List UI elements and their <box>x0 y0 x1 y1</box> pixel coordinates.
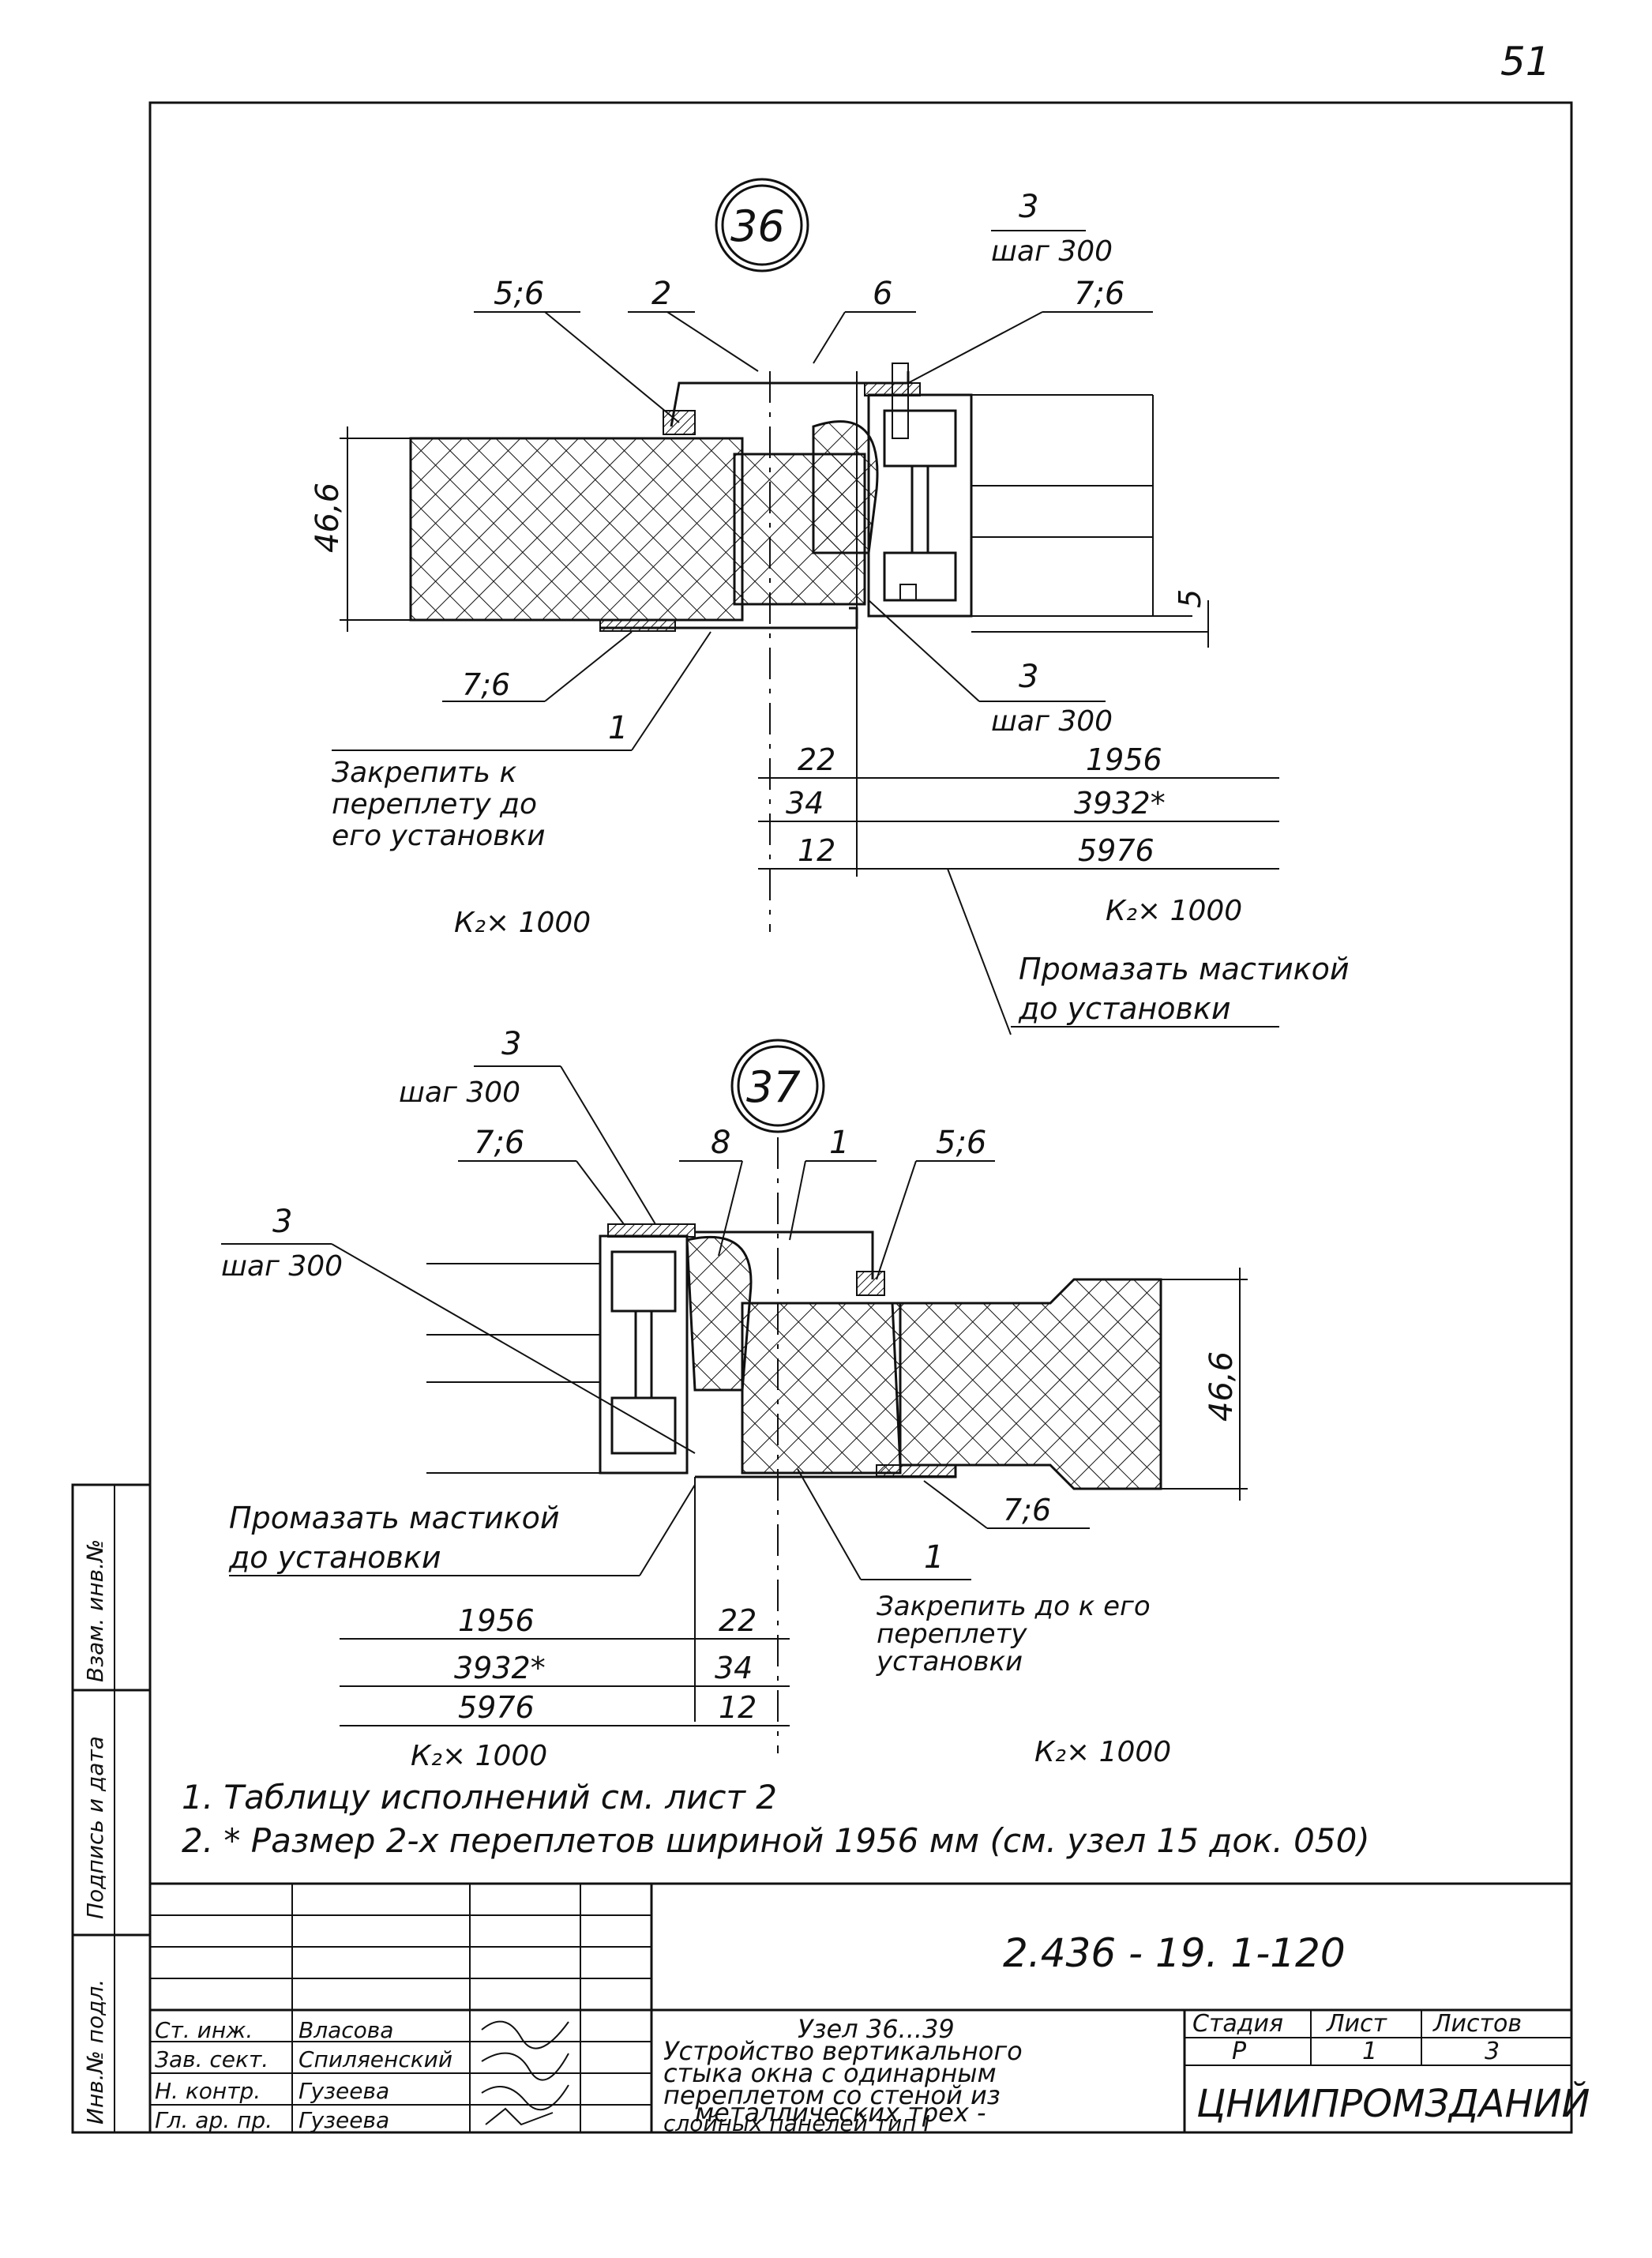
node36-label-2: 2 <box>651 276 671 312</box>
node37-dim-chain: 1956 22 3932* 34 5976 12 <box>340 1603 790 1726</box>
node36-callout-top-num: 3 <box>1019 189 1038 225</box>
node37-leader-1: 1 <box>924 1539 944 1576</box>
node36-callout-top-text: шаг 300 <box>991 235 1113 268</box>
stamp-original-inv: Инв.№ подл. <box>82 1979 108 2125</box>
node36-dim-left-1: 34 <box>786 786 824 821</box>
title-line-3: стыка окна с одинарным <box>663 2058 997 2088</box>
role-3: Ст. инж. <box>155 2017 253 2043</box>
name-0: Спиляенский <box>298 2046 452 2072</box>
node37-dim-right-0: 22 <box>719 1603 757 1638</box>
title-line-5: металлических трех - <box>695 2098 986 2128</box>
node36-dim-right-0: 1956 <box>1086 742 1162 777</box>
node36-label-5-6: 5;6 <box>494 276 544 312</box>
role-0: Зав. сект. <box>155 2046 268 2072</box>
node37-dim-right-1: 34 <box>715 1651 753 1685</box>
node37-k-right: К₂× 1000 <box>1034 1736 1171 1768</box>
signature-1 <box>481 2052 569 2081</box>
signature-2 <box>481 2084 569 2111</box>
node37-dim-left-2: 5976 <box>458 1690 535 1725</box>
organization-name: ЦНИИПРОМЗДАНИЙ <box>1196 2081 1590 2126</box>
node36-k-right: К₂× 1000 <box>1106 895 1242 927</box>
node36-dim-right-1: 3932* <box>1074 786 1166 821</box>
node36-note-fix-1: Закрепить к <box>332 757 516 789</box>
node36-dim-right-2: 5976 <box>1078 833 1155 868</box>
general-note-1: 1. Таблицу исполнений см. лист 2 <box>182 1778 777 1817</box>
node37-label-8: 8 <box>711 1125 730 1161</box>
title-line-4: переплетом со стеной из <box>663 2080 1001 2110</box>
side-stamp-strip: Взам. инв.№ Подпись и дата Инв.№ подл. <box>71 1483 152 2134</box>
node37-note-fix-3: установки <box>876 1646 1023 1678</box>
sheet-frame <box>148 101 1573 2134</box>
node36-label-7-6-top: 7;6 <box>1074 276 1124 312</box>
node37-callout-left-num: 3 <box>272 1204 292 1240</box>
node37-label-7-6-top: 7;6 <box>474 1125 524 1161</box>
stage-value: Р <box>1232 2038 1247 2065</box>
node36-callout-bottom-text: шаг 300 <box>991 705 1113 738</box>
role-2: Гл. ар. пр. <box>155 2107 272 2133</box>
title-line-6: слойных панелей тип I <box>663 2110 930 2136</box>
node37-dim-46-6: 46,6 <box>1203 1351 1240 1422</box>
node36-k-left: К₂× 1000 <box>454 907 591 939</box>
document-code: 2.436 - 19. 1-120 <box>1003 1930 1346 1976</box>
sheet-header: Лист <box>1326 2010 1388 2038</box>
node36-note-fix-3: его установки <box>332 820 546 852</box>
name-2: Гузеева <box>298 2107 389 2133</box>
node36-callout-bottom-num: 3 <box>1019 659 1038 695</box>
title-block: 2.436 - 19. 1-120 Узел 36...39 Устройств… <box>150 1882 1590 2136</box>
node37-note-mastic-2: до установки <box>228 1540 441 1575</box>
stamp-replacement-inv: Взам. инв.№ <box>82 1539 108 1682</box>
node37-callout-top-num: 3 <box>501 1026 521 1062</box>
node-37-number: 37 <box>746 1062 801 1112</box>
node37-note-fix-2: переплету <box>877 1618 1027 1650</box>
node36-dim-left-2: 12 <box>798 833 835 868</box>
node36-note-fix-2: переплету до <box>332 788 537 821</box>
node36-dim-5: 5 <box>1173 589 1207 608</box>
node37-note-fix-1: Закрепить до к его <box>877 1591 1151 1622</box>
role-1: Н. контр. <box>155 2078 261 2104</box>
node37-dim-right-2: 12 <box>719 1690 757 1725</box>
sheets-value: 3 <box>1485 2038 1500 2065</box>
node-36-number: 36 <box>730 201 785 251</box>
node36-dim-46-6: 46,6 <box>310 483 346 553</box>
node37-callout-top-text: шаг 300 <box>399 1076 520 1109</box>
node36-label-6: 6 <box>873 276 892 312</box>
node37-note-mastic-1: Промазать мастикой <box>229 1501 560 1535</box>
node37-label-7-6-bottom: 7;6 <box>1003 1493 1051 1527</box>
title-line-2: Устройство вертикального <box>663 2036 1023 2066</box>
node36-dim-chain: 22 1956 34 3932* 12 5976 <box>758 742 1279 870</box>
signature-0 <box>481 2020 569 2049</box>
page-number: 51 <box>1500 39 1551 85</box>
name-3: Власова <box>298 2017 393 2043</box>
sheets-header: Листов <box>1432 2010 1522 2038</box>
stage-header: Стадия <box>1192 2010 1283 2038</box>
node37-label-5-6: 5;6 <box>936 1125 986 1161</box>
node36-note-mastic-1: Промазать мастикой <box>1019 952 1350 986</box>
name-1: Гузеева <box>298 2078 389 2104</box>
node36-label-7-6-bottom: 7;6 <box>462 667 510 702</box>
node37-callout-left-text: шаг 300 <box>221 1250 343 1283</box>
node36-note-mastic-2: до установки <box>1018 991 1231 1026</box>
node-36-detail: 36 3 шаг 300 5;6 2 6 7;6 <box>310 178 1350 1035</box>
node-37-detail: 37 3 шаг 300 7;6 8 1 5;6 3 шаг 300 <box>221 1026 1248 1772</box>
node36-leader-1: 1 <box>608 710 628 746</box>
sheet-value: 1 <box>1362 2038 1377 2065</box>
stamp-signature-date: Подпись и дата <box>82 1736 108 1919</box>
node37-label-1: 1 <box>829 1125 849 1161</box>
general-note-2: 2. * Размер 2-х переплетов шириной 1956 … <box>182 1821 1370 1860</box>
node36-dim-left-0: 22 <box>798 742 835 777</box>
title-line-1: Узел 36...39 <box>798 2014 955 2044</box>
node37-dim-left-1: 3932* <box>454 1651 546 1685</box>
node37-k-left: К₂× 1000 <box>411 1740 547 1772</box>
node37-dim-left-0: 1956 <box>458 1603 535 1638</box>
signature-3 <box>485 2107 554 2126</box>
